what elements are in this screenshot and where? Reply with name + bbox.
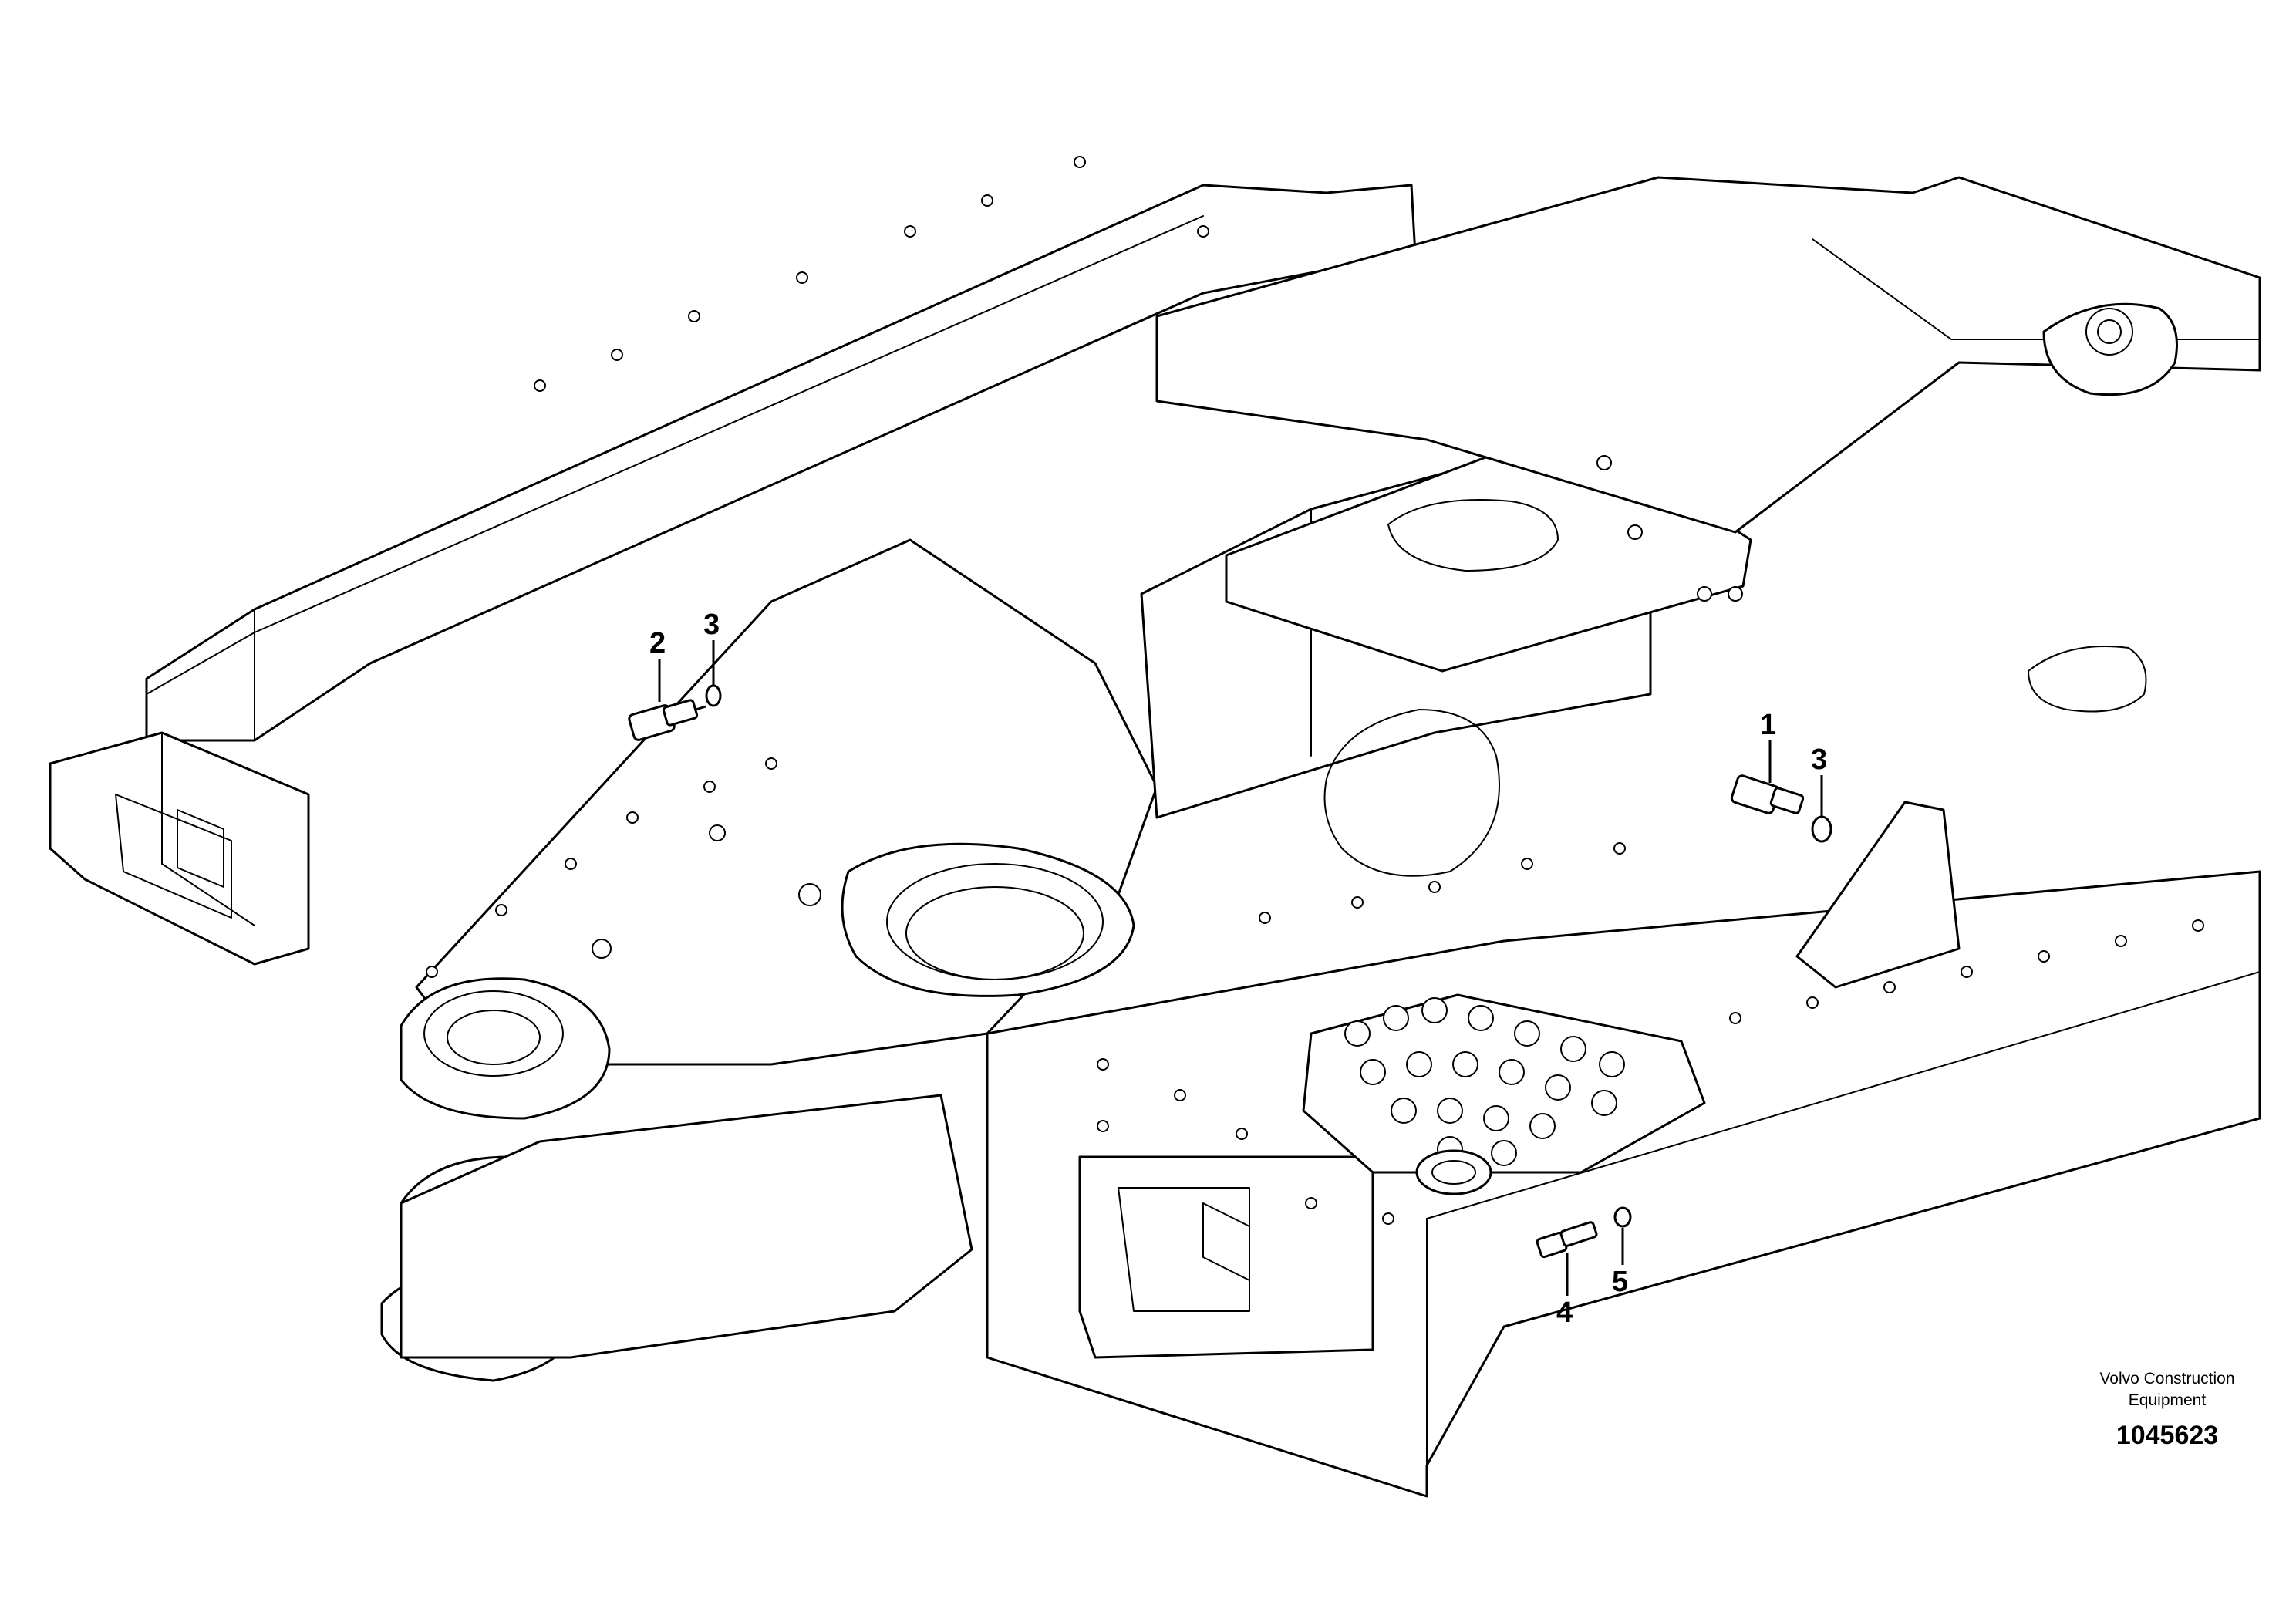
inner-brace [1795,801,1961,989]
callout-3-left: 3 [703,609,720,641]
drawing-number: 1045623 [2116,1421,2218,1450]
upper-frame-drawing [49,156,2261,1498]
back-upper-rail [1155,176,2261,534]
part-5-o-ring [1613,1206,1632,1265]
volvo-watermark: Volvo Construction Equipment 1045623 [2099,1370,2234,1450]
bolt-holes [426,156,2204,1225]
front-left-box [49,731,310,966]
corner-boss [1415,1149,1492,1195]
swing-bracket [400,1094,973,1359]
watermark-line-1: Volvo Construction [2099,1370,2234,1388]
callout-3-right: 3 [1811,744,1827,776]
part-2-pressure-sensor [628,659,706,741]
back-bearing [2042,302,2178,396]
callout-2: 2 [649,627,666,659]
callout-1: 1 [1760,709,1776,741]
part-3-o-ring-left [705,640,722,707]
control-valve-block [1302,993,1706,1174]
callout-5: 5 [1612,1266,1628,1298]
callout-4: 4 [1556,1297,1573,1329]
part-1-pressure-sensor [1730,740,1805,814]
part-3-o-ring-right [1811,775,1832,843]
part-4-pressure-switch [1536,1221,1598,1296]
watermark-line-2: Equipment [2129,1391,2207,1409]
boss-upper [400,977,611,1120]
front-right-box [1078,1155,1374,1359]
